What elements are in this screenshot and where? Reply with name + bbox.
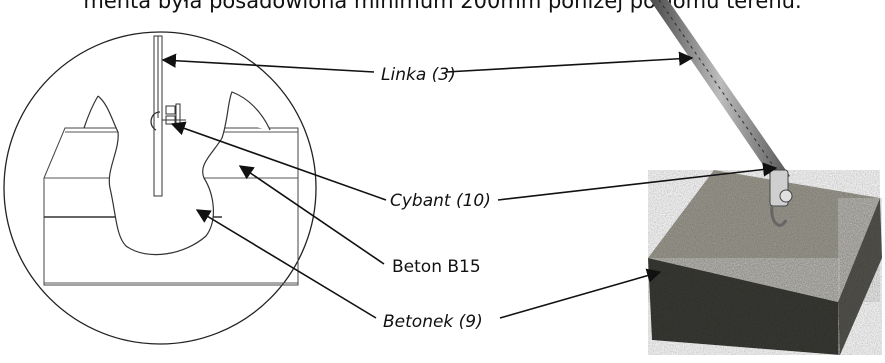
photo-loop	[770, 205, 788, 227]
block-front-face	[648, 258, 840, 355]
header-text: menta była posadowiona minimum 200mm pon…	[83, 0, 802, 13]
betonek-left-lip	[83, 95, 99, 129]
arrow-cybant-left	[170, 121, 387, 201]
photo-clamp-bolt	[779, 189, 793, 203]
photo-cable	[650, 0, 790, 184]
anchor-photo	[648, 0, 882, 355]
label-beton: Beton B15	[392, 257, 481, 277]
arrow-linka-right	[445, 51, 694, 73]
detail-drawing	[3, 31, 317, 345]
detail-circle	[3, 31, 317, 345]
block-top-face	[648, 170, 880, 302]
photo-cable-strand	[658, 0, 784, 181]
cybant-clamp	[150, 111, 161, 131]
cybant-nut-top	[165, 105, 176, 115]
arrow-betonek-right	[499, 268, 662, 319]
arrow-beton	[238, 165, 385, 265]
arrow-cybant-right	[497, 162, 778, 201]
betonek-shape	[97, 91, 271, 256]
cybant-plate	[175, 103, 181, 127]
arrow-linka-left	[161, 53, 375, 73]
label-betonek: Betonek (9)	[383, 312, 483, 332]
arrow-betonek-left	[195, 209, 377, 319]
label-linka: Linka (3)	[381, 65, 456, 85]
block-right-face	[838, 198, 882, 355]
label-cybant: Cybant (10)	[390, 191, 491, 211]
